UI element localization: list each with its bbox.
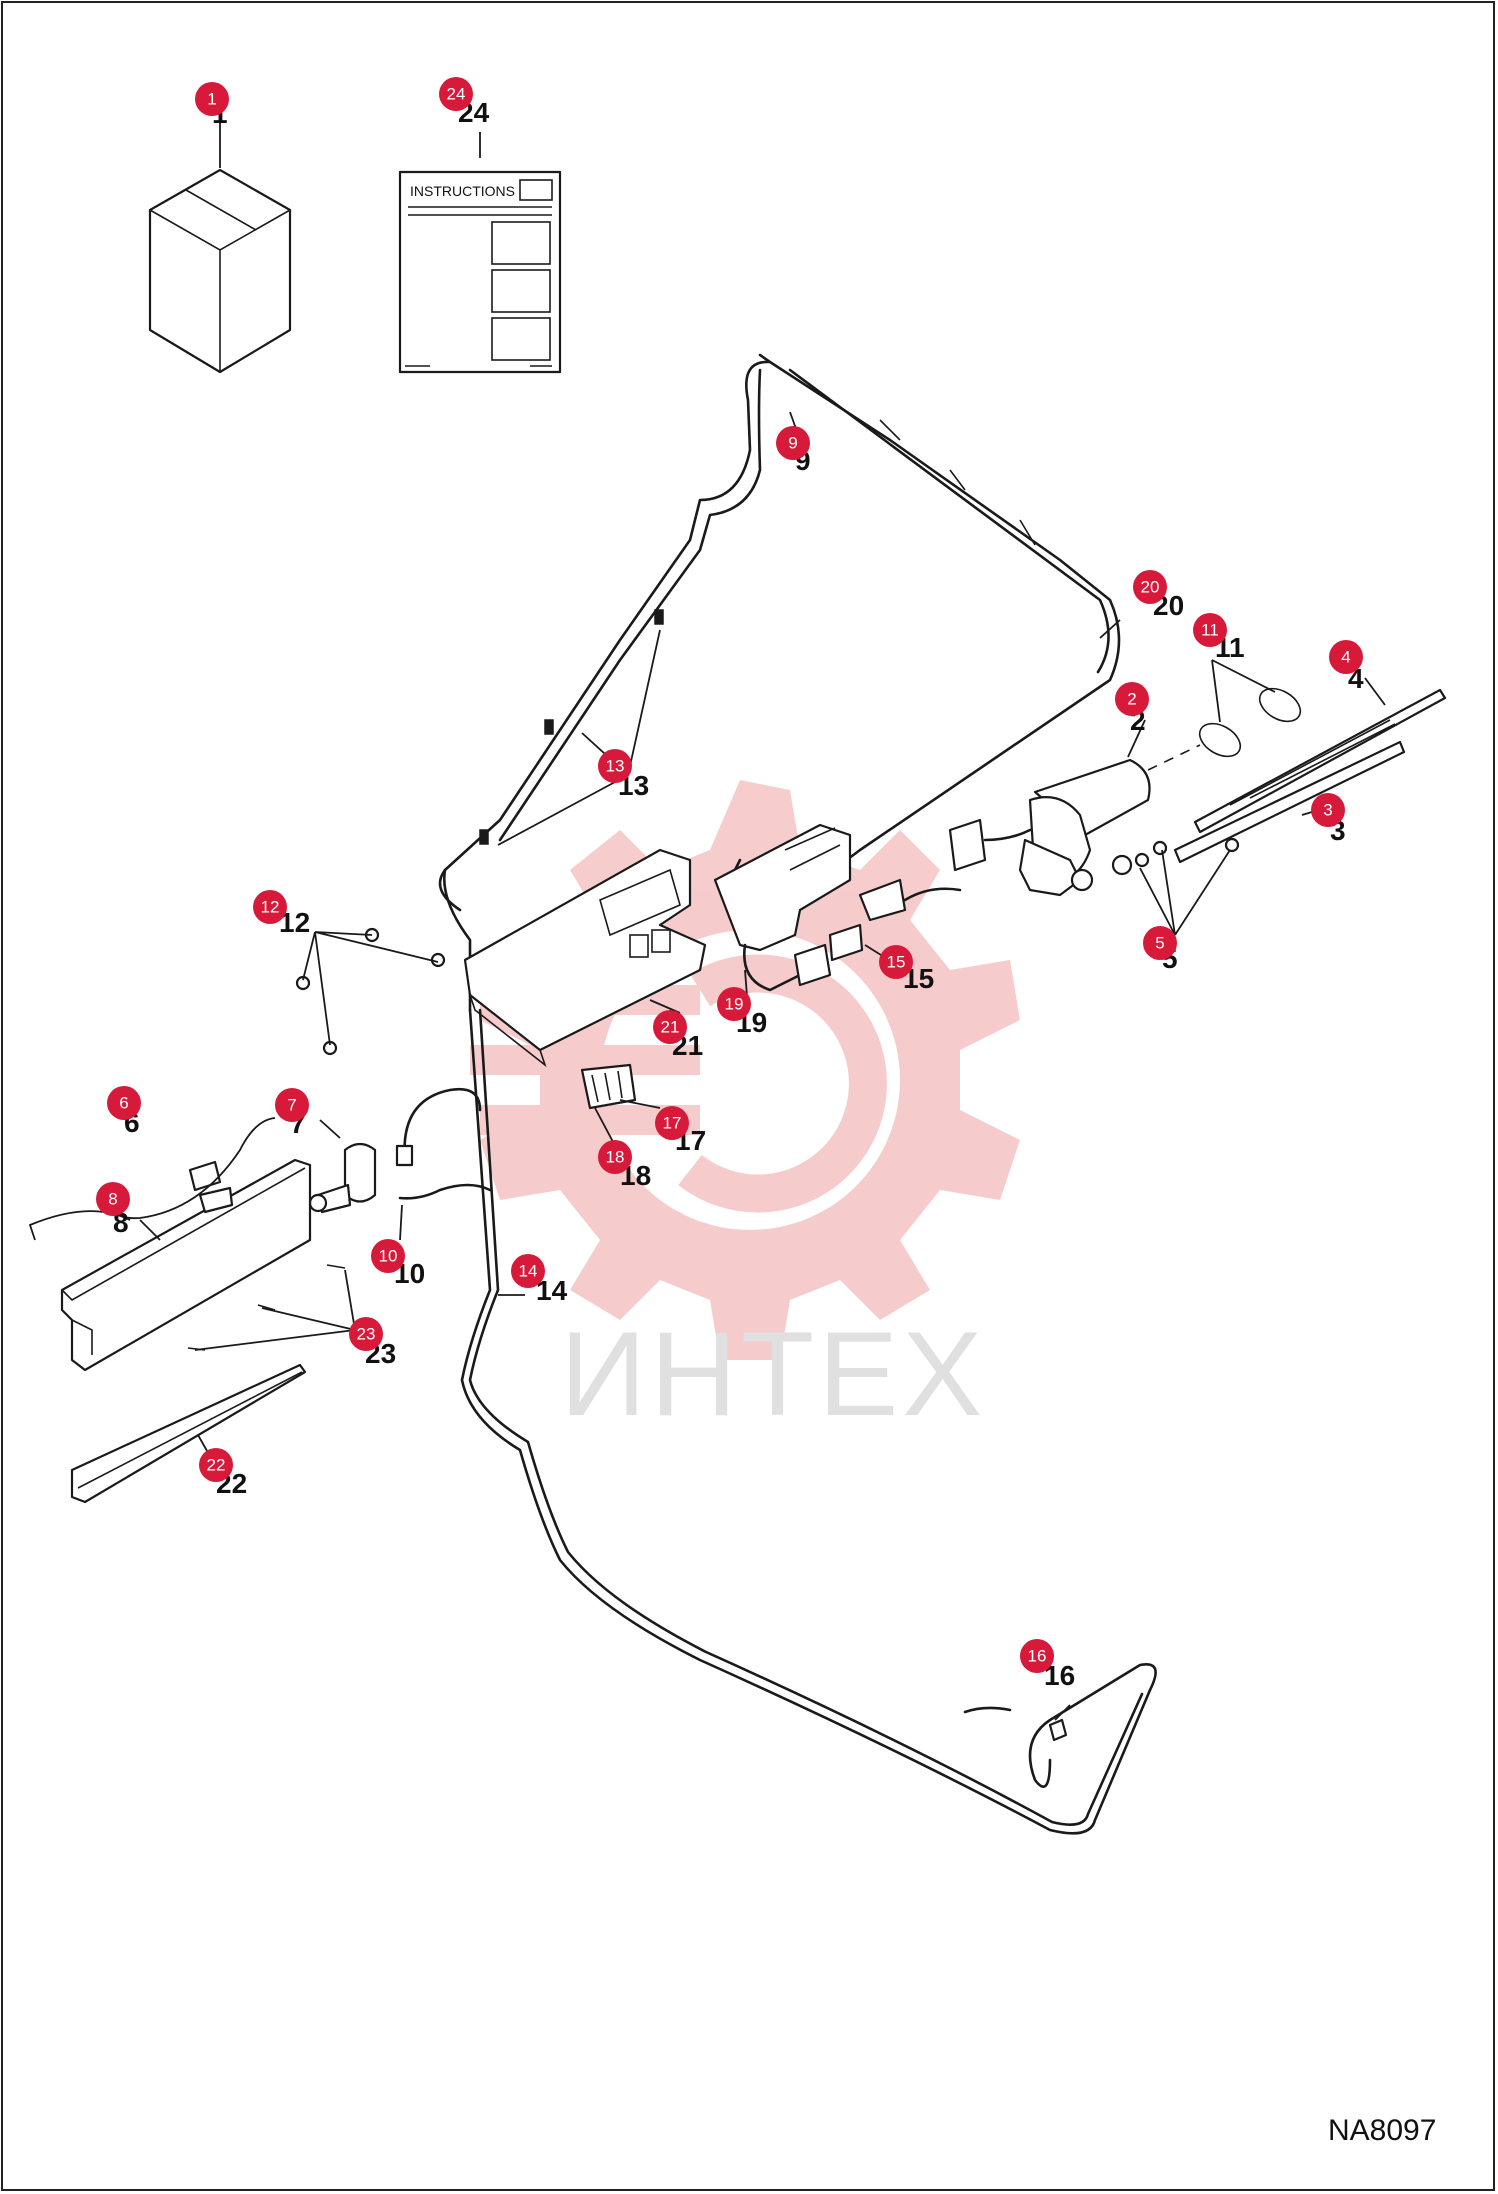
instructions-label: INSTRUCTIONS — [410, 183, 515, 199]
svg-text:15: 15 — [887, 953, 906, 972]
badge-11: 11 — [1193, 613, 1227, 647]
badge-20: 20 — [1133, 570, 1167, 604]
svg-text:3: 3 — [1323, 801, 1332, 820]
svg-text:16: 16 — [1028, 1647, 1047, 1666]
badge-14: 14 — [511, 1254, 545, 1288]
svg-text:2: 2 — [1127, 690, 1136, 709]
svg-text:14: 14 — [519, 1262, 538, 1281]
part-bracket-19 — [713, 823, 852, 992]
part-nuts — [1111, 837, 1240, 876]
badge-2: 2 — [1115, 682, 1149, 716]
svg-text:6: 6 — [119, 1094, 128, 1113]
svg-text:21: 21 — [661, 1018, 680, 1037]
document-id: NA8097 — [1328, 2114, 1436, 2147]
part-box — [148, 168, 292, 374]
svg-text:13: 13 — [606, 757, 625, 776]
svg-text:12: 12 — [261, 898, 280, 917]
part-strip — [70, 1363, 307, 1504]
svg-text:18: 18 — [606, 1148, 625, 1167]
badge-8: 8 — [96, 1182, 130, 1216]
part-hose — [460, 1008, 1157, 1835]
svg-text:19: 19 — [725, 995, 744, 1014]
badge-3: 3 — [1311, 793, 1345, 827]
svg-text:8: 8 — [108, 1190, 117, 1209]
part-bracket-21 — [463, 848, 707, 1068]
svg-text:11: 11 — [1201, 621, 1219, 640]
svg-text:1: 1 — [207, 90, 216, 109]
badge-4: 4 — [1329, 640, 1363, 674]
badge-1: 1 — [195, 82, 229, 116]
svg-text:23: 23 — [357, 1325, 376, 1344]
badge-21: 21 — [653, 1010, 687, 1044]
watermark-text: ИНТЕХ — [560, 1307, 986, 1441]
svg-text:24: 24 — [447, 85, 466, 104]
badge-13: 13 — [598, 749, 632, 783]
svg-text:10: 10 — [379, 1247, 398, 1266]
badge-9: 9 — [776, 426, 810, 460]
part-clamps — [1198, 687, 1302, 758]
part-washer-pump — [308, 1087, 492, 1214]
badge-22: 22 — [199, 1448, 233, 1482]
badge-6: 6 — [107, 1086, 141, 1120]
badge-16: 16 — [1020, 1639, 1054, 1673]
badge-23: 23 — [349, 1317, 383, 1351]
badge-7: 7 — [275, 1088, 309, 1122]
badge-19: 19 — [717, 987, 751, 1021]
badge-17: 17 — [655, 1106, 689, 1140]
svg-text:17: 17 — [663, 1114, 682, 1133]
svg-text:7: 7 — [287, 1096, 296, 1115]
badge-10: 10 — [371, 1239, 405, 1273]
badge-12: 12 — [253, 890, 287, 924]
svg-text:20: 20 — [1141, 578, 1160, 597]
part-fasteners-12 — [295, 927, 446, 1056]
part-connectors — [580, 923, 864, 1110]
callout-badges: 1 2 3 4 5 6 7 8 9 10 11 12 13 14 15 16 1… — [96, 77, 1363, 1673]
part-cable-ties — [443, 609, 664, 1012]
svg-text:5: 5 — [1155, 934, 1164, 953]
part-reservoir-tray — [60, 1158, 312, 1372]
badge-18: 18 — [598, 1140, 632, 1174]
svg-text:9: 9 — [788, 434, 797, 453]
svg-text:22: 22 — [207, 1456, 226, 1475]
part-wiper-arm-blade — [1173, 688, 1447, 864]
badge-5: 5 — [1143, 926, 1177, 960]
part-instructions-sheet: INSTRUCTIONS — [398, 170, 562, 374]
part-wiper-motor — [858, 744, 1201, 922]
badge-15: 15 — [879, 945, 913, 979]
badge-24: 24 — [439, 77, 473, 111]
svg-text:4: 4 — [1341, 648, 1350, 667]
